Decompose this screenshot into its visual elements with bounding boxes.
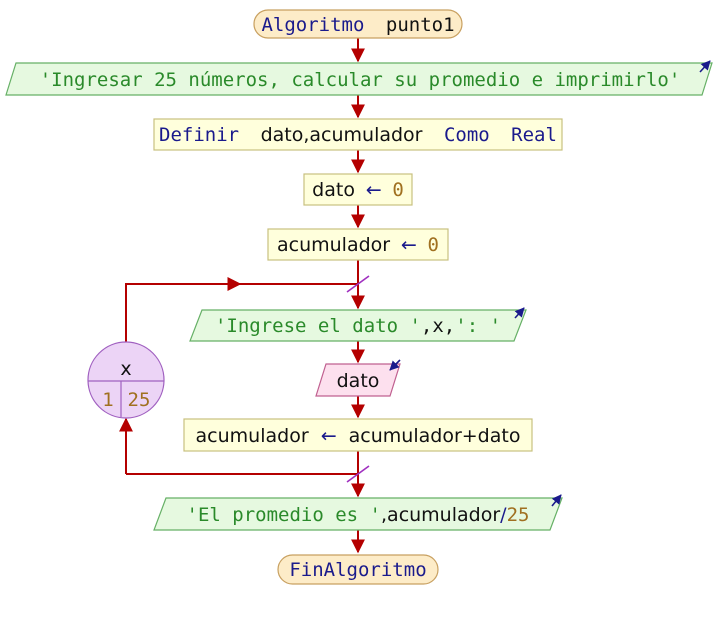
svg-text:Algoritmo punto1: Algoritmo punto1 xyxy=(261,14,454,36)
output-prompt[interactable]: 'Ingrese el dato ',x,': ' xyxy=(189,307,527,342)
accum-expression: acumulador+dato xyxy=(349,425,521,447)
define-como: Como xyxy=(444,124,490,146)
end-keyword: FinAlgoritmo xyxy=(289,559,426,581)
assign-arrow-icon: ← xyxy=(366,179,382,201)
start-keyword: Algoritmo xyxy=(261,14,364,36)
input-read-dato[interactable]: dato xyxy=(315,359,401,397)
loop-tick-bottom xyxy=(346,465,370,483)
assign-acum-value: 0 xyxy=(428,234,439,256)
assign-acumulador[interactable]: acumulador ← 0 xyxy=(267,228,449,261)
define-keyword: Definir xyxy=(159,124,239,146)
intro-text: 'Ingresar 25 números, calcular su promed… xyxy=(40,69,681,91)
prompt-string-1: 'Ingrese el dato ' xyxy=(215,315,421,337)
input-arrow-icon xyxy=(389,359,401,371)
output-intro[interactable]: 'Ingresar 25 números, calcular su promed… xyxy=(5,60,713,96)
read-var: dato xyxy=(337,370,380,392)
svg-text:'El promedio es ',acumulador/2: 'El promedio es ',acumulador/25 xyxy=(187,504,530,526)
assign-acum-var: acumulador xyxy=(277,234,390,256)
svg-text:Definir dato,acumulador: Definir dato,acumulador Como Real xyxy=(159,124,557,146)
output-arrow-icon xyxy=(514,307,525,319)
svg-text:acumulador ← acumu: acumulador ← acumulador+dato xyxy=(196,425,521,447)
define-vars: dato,acumulador xyxy=(261,124,423,146)
svg-text:'Ingresar 25 números, calcular: 'Ingresar 25 números, calcular su promed… xyxy=(40,69,681,91)
svg-text:dato ← 0: dato ← 0 xyxy=(312,179,404,201)
assign-arrow-icon: ← xyxy=(321,425,337,447)
result-number: 25 xyxy=(507,504,530,526)
loop-tick-top xyxy=(346,275,370,293)
output-arrow-icon xyxy=(551,494,562,507)
accum-target: acumulador xyxy=(196,425,309,447)
result-string: 'El promedio es ' xyxy=(187,504,381,526)
output-arrow-icon xyxy=(699,60,711,73)
prompt-string-2: ': ' xyxy=(455,315,501,337)
svg-text:acumulador ← 0: acumulador ← 0 xyxy=(277,234,439,256)
define-type: Real xyxy=(511,124,557,146)
svg-text:'Ingrese el dato ',x,': ': 'Ingrese el dato ',x,': ' xyxy=(215,315,501,337)
define-process[interactable]: Definir dato,acumulador Como Real xyxy=(153,118,563,151)
end-terminal[interactable]: FinAlgoritmo xyxy=(277,554,439,585)
result-sep: , xyxy=(381,504,387,526)
start-terminal[interactable]: Algoritmo punto1 xyxy=(253,9,463,39)
accumulate-process[interactable]: acumulador ← acumulador+dato xyxy=(183,418,533,452)
prompt-var: x xyxy=(432,315,443,337)
loop-path xyxy=(119,275,370,483)
for-loop-node[interactable]: x 1 25 xyxy=(87,341,165,419)
loop-from: 1 xyxy=(102,389,113,411)
assign-arrow-icon: ← xyxy=(401,234,417,256)
loop-variable: x xyxy=(120,358,131,380)
loop-to: 25 xyxy=(128,389,151,411)
assign-dato[interactable]: dato ← 0 xyxy=(303,173,413,206)
algorithm-name: punto1 xyxy=(386,14,455,36)
assign-dato-value: 0 xyxy=(392,179,403,201)
prompt-sep-2: , xyxy=(444,315,455,337)
loop-entry-line xyxy=(125,277,242,342)
result-var: acumulador xyxy=(387,504,500,526)
output-result[interactable]: 'El promedio es ',acumulador/25 xyxy=(153,494,563,531)
assign-dato-var: dato xyxy=(312,179,355,201)
prompt-sep-1: , xyxy=(421,315,432,337)
result-operator: / xyxy=(500,504,507,526)
